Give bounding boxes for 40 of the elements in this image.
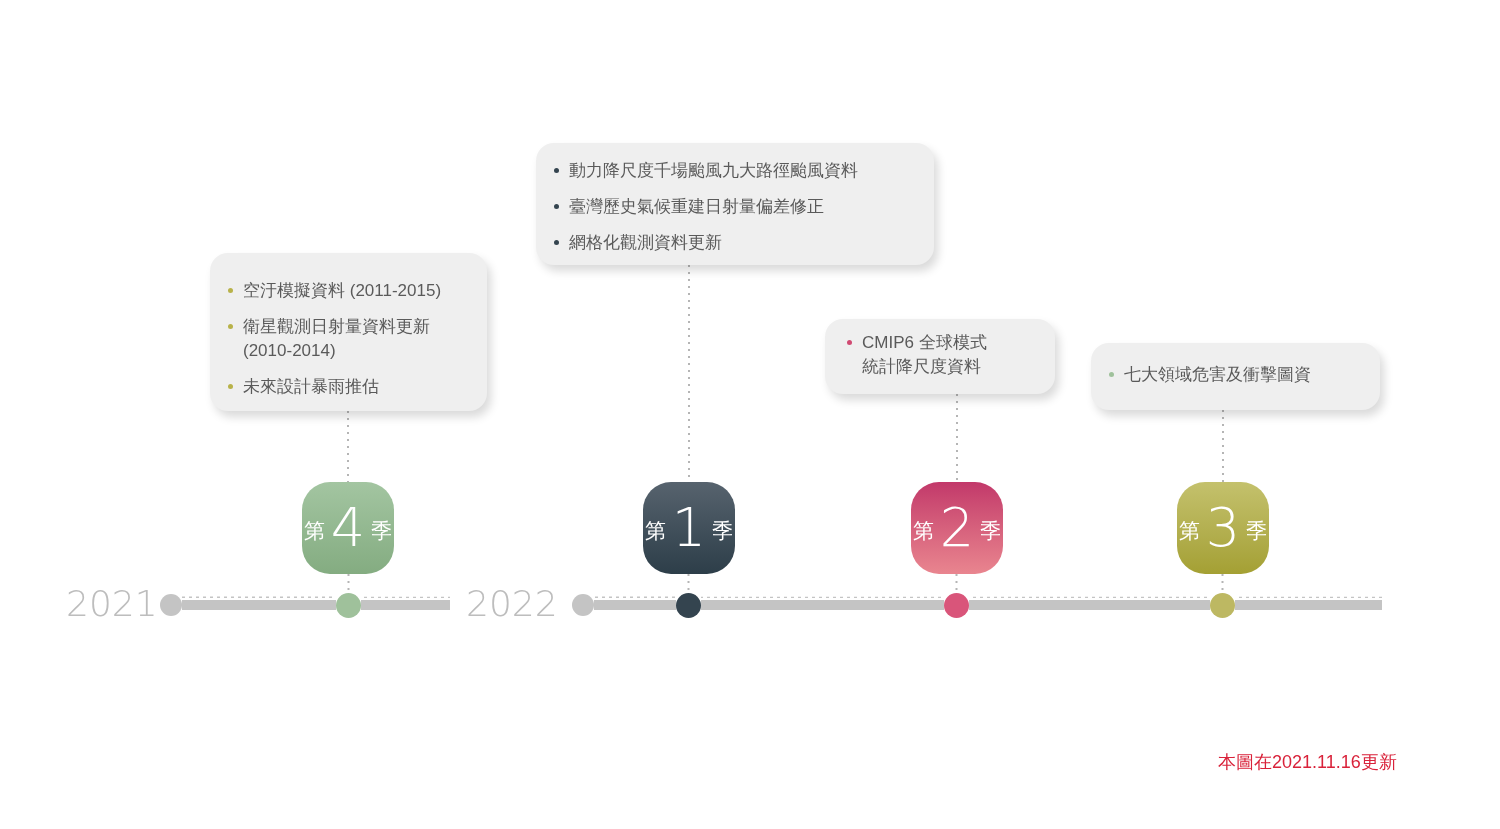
quarter-badge [302,482,394,574]
list-item-text: 空汙模擬資料 (2011-2015) [243,280,442,302]
quarter-label: 第 [1178,519,1200,541]
timeline-marker [336,593,361,618]
list-item-text: 衛星觀測日射量資料更新 (2010-2014) [243,316,431,362]
timeline-marker [676,593,701,618]
quarter-badge [643,482,735,574]
quarter-number: 1 [671,501,707,555]
quarter-label: 季 [1246,519,1268,541]
list-item-text: CMIP6 全球模式統計降尺度資料 [862,332,988,378]
quarter-number: 3 [1205,501,1241,555]
info-card [1091,343,1380,410]
dotted-connector [347,410,349,483]
year-label: 2022 [466,586,558,622]
quarter-label: 第 [303,519,325,541]
quarter-label: 季 [712,519,734,541]
update-note: 本圖在2021.11.16更新 [1218,751,1397,774]
list-item-text: 動力降尺度千場颱風九大路徑颱風資料 [569,160,858,182]
quarter-label: 季 [371,519,393,541]
list-item-text: 臺灣歷史氣候重建日射量偏差修正 [569,196,824,218]
quarter-label: 第 [912,519,934,541]
info-card [210,253,487,411]
dotted-connector [956,393,958,483]
timeline-start-marker [160,594,182,616]
year-label: 2021 [66,586,158,622]
quarter-label: 季 [980,519,1002,541]
info-card [825,319,1055,394]
quarter-number: 2 [939,501,975,555]
quarter-badge [1177,482,1269,574]
list-item-text: 七大領域危害及衝擊圖資 [1124,364,1311,386]
quarter-number: 4 [330,501,366,555]
quarter-badge [911,482,1003,574]
timeline-marker [1210,593,1235,618]
list-item-text: 未來設計暴雨推估 [243,376,379,398]
list-item-text: 網格化觀測資料更新 [569,232,722,254]
timeline-marker [944,593,969,618]
quarter-label: 第 [644,519,666,541]
dotted-connector [1222,409,1224,483]
timeline-start-marker [572,594,594,616]
info-card [536,143,934,265]
